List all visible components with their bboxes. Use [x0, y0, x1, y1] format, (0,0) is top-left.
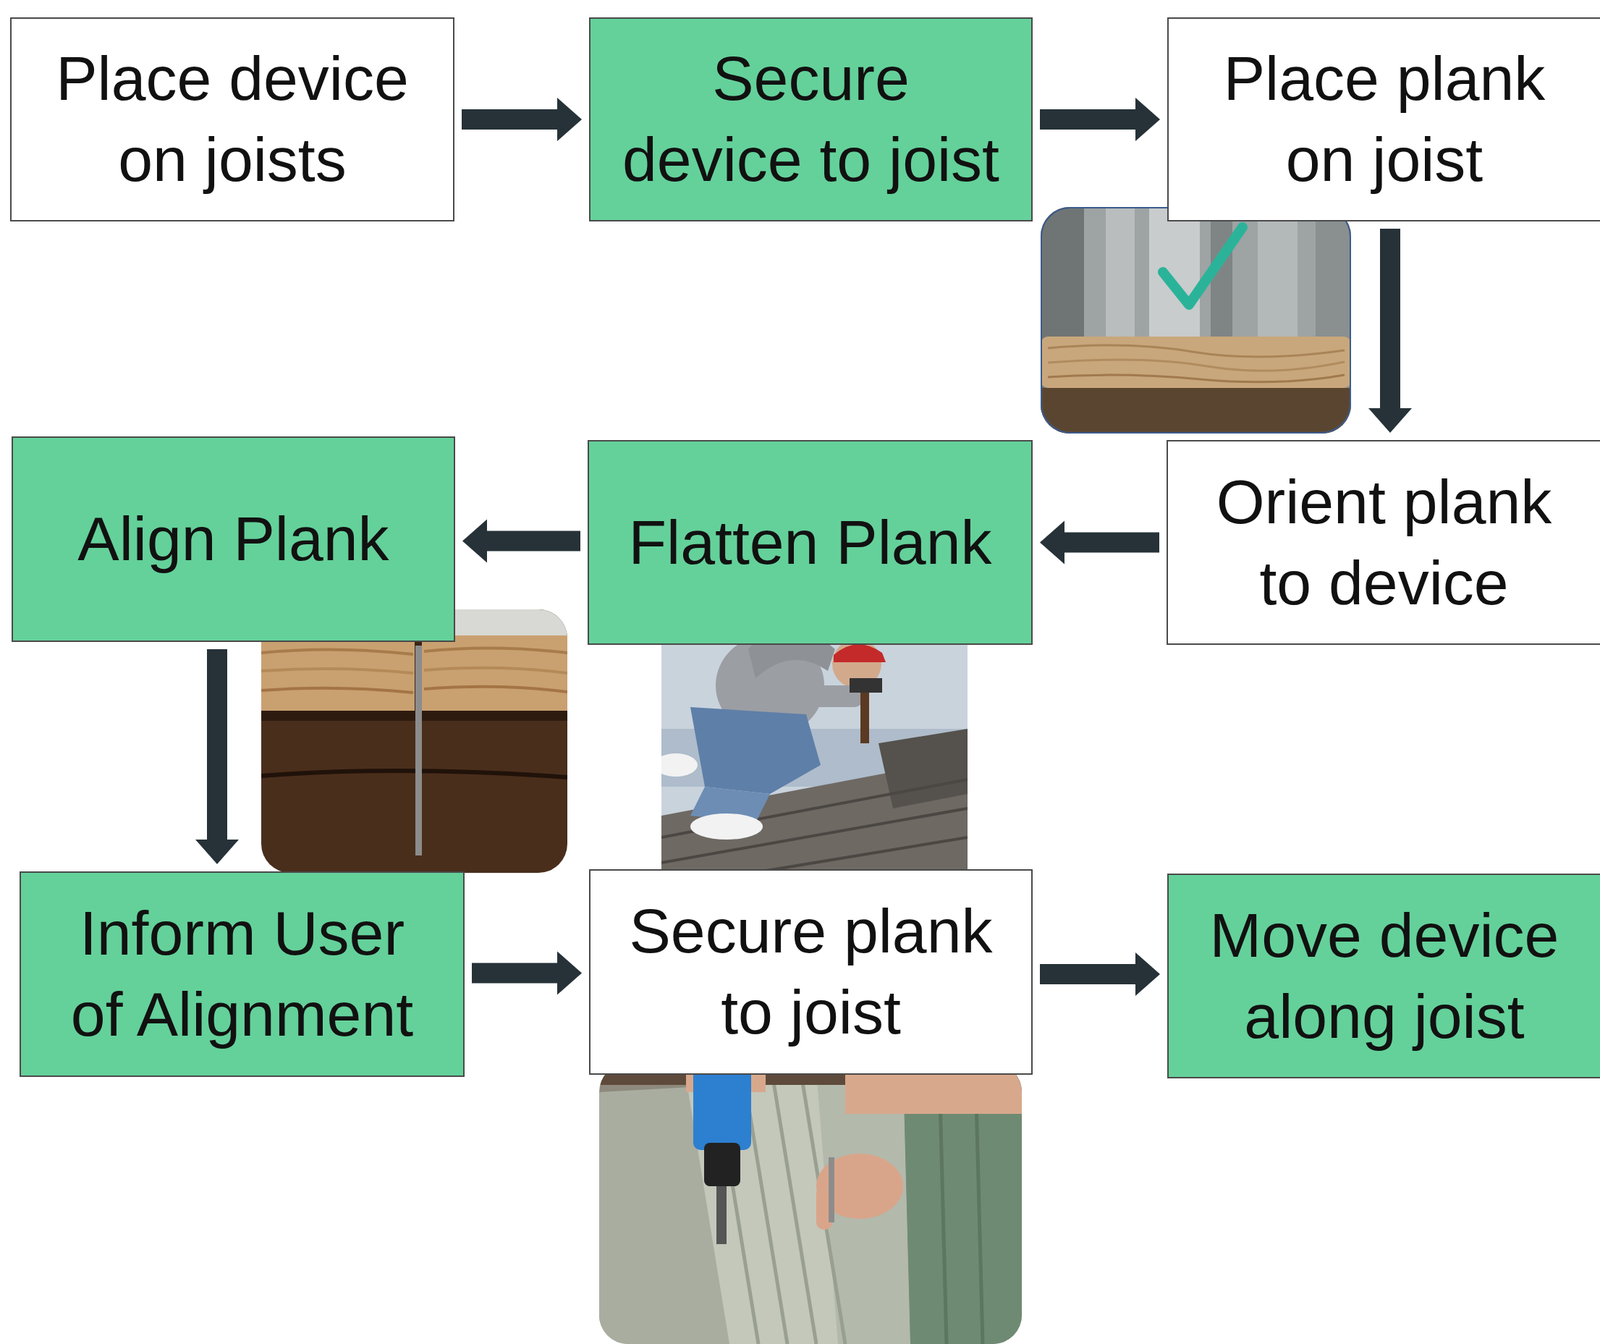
arrow-shaft — [461, 109, 558, 130]
text-wrap: Orient plank to device — [1196, 461, 1572, 624]
box-label: Secure device to joist — [618, 38, 1003, 201]
process-box: Flatten Plank — [587, 439, 1033, 645]
process-box: Place plank on joist — [1167, 17, 1600, 222]
text-wrap: Secure plank to joist — [618, 890, 1003, 1053]
process-box: Inform User of Alignment — [19, 871, 465, 1077]
text-wrap: Secure device to joist — [618, 38, 1003, 201]
text-wrap: Align Plank — [77, 498, 389, 580]
arrow-shaft — [1039, 963, 1137, 985]
screw-photo — [599, 1063, 1022, 1344]
arrow-shaft — [486, 531, 581, 552]
process-box: Orient plank to device — [1166, 439, 1600, 645]
text-wrap: Place plank on joist — [1196, 38, 1572, 201]
arrow-shaft — [206, 649, 228, 841]
box-label: Flatten Plank — [628, 502, 993, 584]
flow-arrow — [195, 649, 239, 865]
arrow-shaft — [1039, 109, 1137, 130]
box-label: Inform User of Alignment — [49, 892, 435, 1056]
alignment-photo — [261, 609, 568, 873]
box-label: Place plank on joist — [1196, 38, 1572, 201]
arrow-head — [1135, 97, 1161, 142]
arrow-head — [462, 519, 488, 564]
text-wrap: Flatten Plank — [628, 502, 993, 584]
flow-arrow — [1039, 952, 1161, 996]
arrow-shaft — [1380, 228, 1401, 409]
process-box: Secure plank to joist — [589, 869, 1033, 1075]
arrow-head — [557, 97, 582, 142]
process-box: Move device along joist — [1167, 873, 1600, 1079]
flow-arrow — [471, 951, 582, 996]
flow-arrow — [1039, 521, 1160, 565]
box-label: Orient plank to device — [1196, 461, 1572, 624]
flow-arrow — [462, 519, 581, 564]
arrow-head — [1368, 408, 1412, 433]
box-label: Place device on joists — [39, 38, 425, 201]
process-box: Secure device to joist — [589, 17, 1033, 222]
box-label: Move device along joist — [1196, 895, 1572, 1058]
text-wrap: Place device on joists — [39, 38, 425, 201]
process-box: Align Plank — [11, 436, 456, 642]
arrow-shaft — [1063, 532, 1160, 553]
arrow-head — [1135, 952, 1161, 996]
plank-end-photo — [1040, 206, 1352, 434]
process-box: Place device on joists — [10, 17, 455, 222]
arrow-head — [1039, 521, 1065, 565]
box-label: Secure plank to joist — [618, 890, 1003, 1053]
text-wrap: Move device along joist — [1196, 895, 1572, 1058]
flow-arrow — [1039, 97, 1161, 142]
box-label: Align Plank — [77, 498, 389, 580]
arrow-head — [195, 839, 239, 865]
flow-arrow — [461, 97, 582, 142]
flow-arrow — [1368, 228, 1412, 433]
arrow-shaft — [471, 963, 558, 984]
arrow-head — [557, 951, 582, 996]
text-wrap: Inform User of Alignment — [49, 892, 435, 1056]
